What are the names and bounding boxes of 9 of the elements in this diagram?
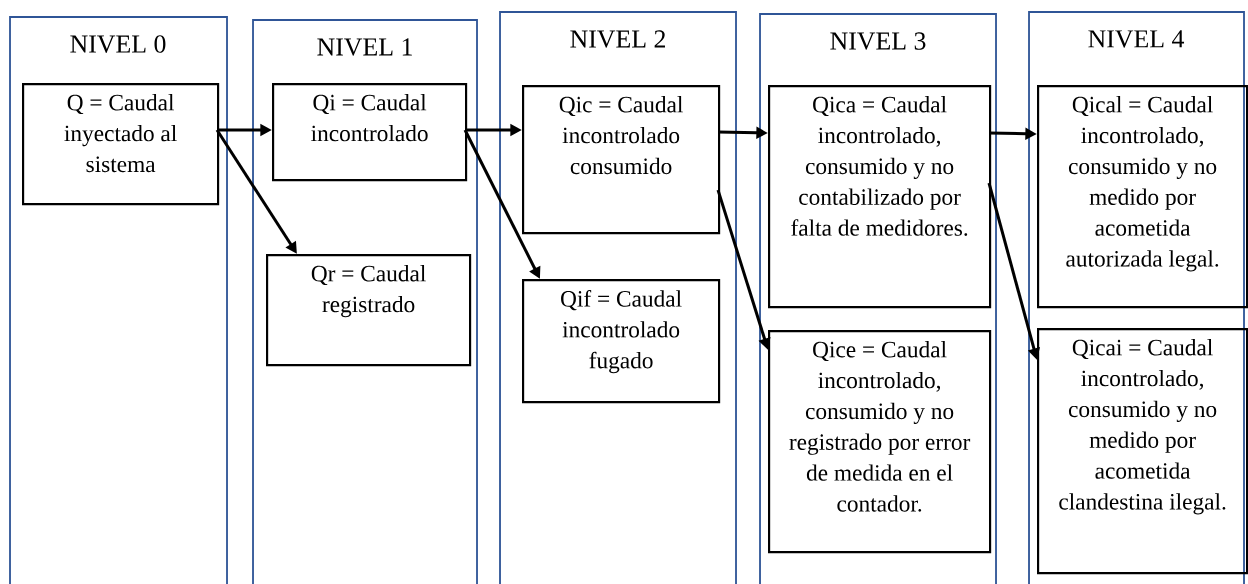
- text-box: Qicai = Caudal incontrolado, consumido y no medido por acometida clandestina ilegal.: [1037, 328, 1248, 575]
- text-box: Qif = Caudal incontrolado fugado: [522, 279, 721, 404]
- text-box: Qical = Caudal incontrolado, consumido y no medido por acometida autorizada legal.: [1037, 85, 1248, 309]
- text-box: Qi = Caudal incontrolado: [272, 83, 468, 182]
- text-box: Qr = Caudal registrado: [266, 254, 472, 367]
- text-box: Q = Caudal inyectado al sistema: [22, 83, 220, 206]
- text-box: Qice = Caudal incontrolado, consumido y no registrado por error de medida en el contador.: [768, 330, 992, 554]
- text-box: Qica = Caudal incontrolado, consumido y no contabilizado por falta de medidores.: [768, 85, 992, 309]
- text-box: Qic = Caudal incontrolado consumido: [522, 85, 721, 235]
